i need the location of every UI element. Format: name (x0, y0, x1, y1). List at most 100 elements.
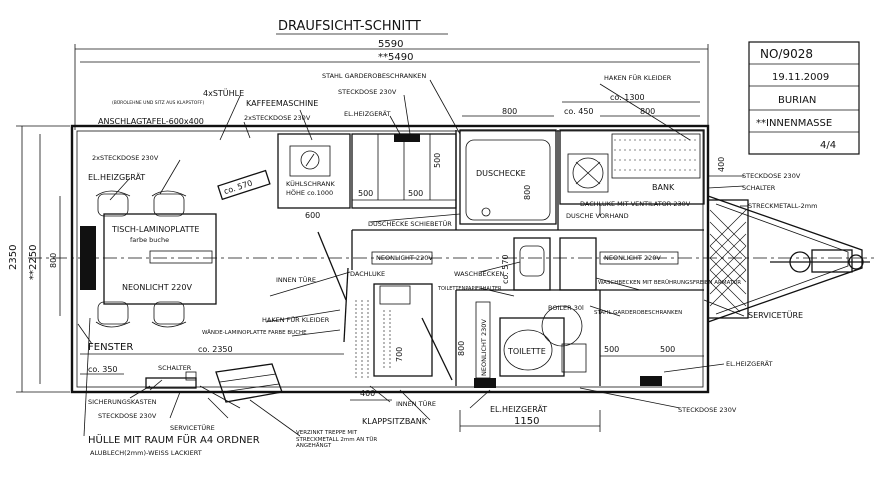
fridge-label: KÜHLSCHRANK (286, 179, 335, 188)
heater-bottom-unit (474, 378, 496, 388)
coffee-machine-label: KAFFEEMASCHINE (246, 99, 318, 108)
heater-right-label: EL.HEIZGERÄT (726, 359, 772, 368)
fuse-box (145, 377, 197, 389)
inner-door-label: INNEN TÜRE (276, 275, 316, 284)
dimension-shower-800: 800 (523, 185, 532, 200)
shower-door-label: DUSCHECKE SCHIEBETÜR (368, 219, 452, 228)
socket-230-a-label: STECKDOSE 230V (338, 88, 397, 96)
hooks-mid-label: HAKEN FÜR KLEIDER (262, 315, 330, 324)
sheet-number: 4/4 (820, 140, 836, 151)
washbasin: co. 570 (501, 237, 597, 291)
folding-bench: 700 400 DACHLUKE (350, 270, 433, 401)
wardrobe-label: STAHL GARDEROBESCHRANKEN (322, 72, 426, 80)
top-dimensions: 5590 **5490 (74, 39, 709, 200)
expanded-metal-label: STRECKMETALL-2mm (748, 202, 817, 210)
dimension-overall-width: 2350 (8, 245, 19, 270)
socket-bottom-label: STECKDOSE 230V (98, 412, 157, 420)
chairs-sub-label: (BÜROLEHNE UND SITZ AUS KLAPSTOFF) (112, 99, 205, 106)
dimension-overall-length: 5590 (378, 39, 403, 50)
dimension-wardrobe-500-c: 500 (433, 153, 442, 168)
drawbar (707, 195, 870, 323)
service-door-right-label: SERVICETÜRE (748, 310, 803, 320)
dimension-500-d: 500 (604, 345, 619, 354)
dimension-co350: co. 350 (88, 365, 118, 374)
heater-top-label: EL.HEIZGERÄT (344, 109, 390, 118)
switch-bottom-label: SCHALTER (158, 364, 192, 372)
washbasin-fitting-label: WASCHBECKEN MIT BERÜHRUNGSFREIEN ARMATUR (598, 279, 741, 286)
leader-lines (77, 79, 748, 437)
dimension-fridge-600: 600 (305, 211, 320, 220)
shower-curtain-label: DUSCHE VORHAND (566, 212, 629, 220)
stairs-label: VERZINKT TREPPE MIT STRECKMETALL 2mm AN … (296, 430, 378, 449)
heater-left-unit (80, 226, 96, 290)
dimension-co450: co. 450 (564, 107, 594, 116)
bench-area: BANK 800 co. 1300 co. 450 400 (559, 93, 726, 205)
drawing-author: BURIAN (778, 95, 816, 106)
folding-bench-label: KLAPPSITZBANK (362, 417, 428, 426)
dimension-1150: 1150 (514, 416, 539, 427)
folder-shell-label: HÜLLE MIT RAUM FÜR A4 ORDNER (88, 433, 260, 446)
dimension-wardrobe-500-a: 500 (358, 189, 373, 198)
left-dimensions: 2350 **2250 800 (8, 125, 70, 393)
shower-label: DUSCHECKE (476, 169, 526, 178)
heater-right-unit (640, 376, 662, 386)
fuse-box-label: SICHERUNGSKASTEN (88, 398, 157, 406)
bottom-dimensions: co. 2350 co. 350 1150 (80, 345, 601, 432)
neon-left-label: NEONLICHT 220V (122, 283, 192, 292)
dimension-note: **INNENMASSE (756, 118, 832, 129)
dimension-table-width: 800 (49, 253, 58, 268)
switch-right-label: SCHALTER (742, 184, 776, 192)
table-label: TISCH-LAMINOPLATTE (111, 225, 199, 234)
neon-mid-fixture (371, 251, 433, 265)
wardrobe-block: 500 500 500 (351, 133, 457, 209)
inner-door-bottom-label: INNEN TÜRE (396, 399, 436, 408)
dimension-inner-width: **2250 (28, 245, 39, 280)
window-label: FENSTER (88, 342, 133, 353)
washbasin-label: WASCHBECKEN (454, 270, 505, 278)
neon-right-label: NEONLICHT 220V (604, 254, 661, 262)
drawing-title: DRAUFSICHT-SCHNITT (278, 19, 421, 34)
dimension-toilet-800: 800 (457, 341, 466, 356)
neon-vertical-label: NEONLICHT 230V (480, 319, 488, 376)
socket-bottom-right-label: STECKDOSE 230V (678, 406, 737, 414)
hooks-top-label: HAKEN FÜR KLEIDER (604, 73, 672, 82)
bench-label: BANK (652, 183, 675, 192)
stairs-label-box: VERZINKT TREPPE MIT STRECKMETALL 2mm AN … (296, 430, 378, 449)
dimension-wardrobe-500-b: 500 (408, 189, 423, 198)
fridge-height-label: HÖHE co.1000 (286, 188, 333, 197)
dimension-co570-b: co. 570 (501, 254, 510, 284)
doors (317, 231, 453, 381)
table-color-label: farbe buche (130, 236, 169, 244)
heater-panel: co. 570 (217, 169, 271, 201)
board-label: ANSCHLAGTAFEL-600x400 (98, 117, 204, 126)
drawing-number: NO/9028 (760, 47, 813, 61)
dimension-500-e: 500 (660, 345, 675, 354)
boiler-label: BOILER 30l (548, 304, 584, 312)
skylight-label: DACHLUKE (350, 270, 385, 278)
dimension-bench-400: 400 (360, 389, 375, 398)
wardrobe-bottom-label: STAHL GARDEROBESCHRANKEN (594, 310, 682, 316)
towel-holder-label: TOILETTENPAPIERHALTER (437, 286, 502, 292)
right-lower-dims: 500 500 800 (457, 341, 704, 357)
switch-bottom (185, 371, 197, 381)
heater-left-label: EL.HEIZGERÄT (88, 172, 145, 182)
dimension-co2350: co. 2350 (198, 345, 233, 354)
neon-right-fixture (599, 251, 679, 265)
shower-corner: DUSCHECKE 800 800 (459, 107, 557, 225)
toilet: TOILETTE BOILER 30l (499, 304, 587, 377)
dimension-shower-width: 800 (502, 107, 517, 116)
socket-230-right-label: STECKDOSE 230V (742, 172, 801, 180)
service-door-bottom-label: SERVICETÜRE (170, 423, 215, 432)
wall-panel-label: WÄNDE-LAMINOPLATTE FARBE BUCHE (202, 329, 307, 336)
dimension-co1300: co. 1300 (610, 93, 645, 102)
stairs (207, 363, 283, 419)
table-group: TISCH-LAMINOPLATTE farbe buche NEONLICHT… (95, 190, 217, 328)
skylight-fan-label: DACHLUKE MIT VENTILATOR 230V (580, 200, 691, 208)
dimension-bench-700: 700 (395, 347, 404, 362)
neon-mid-label: NEONLICHT 220V (376, 254, 433, 262)
toilet-label: TOILETTE (507, 347, 546, 356)
fridge-unit: KÜHLSCHRANK HÖHE co.1000 600 (277, 133, 351, 220)
drawing-date: 19.11.2009 (772, 72, 829, 83)
heater-bottom-label: EL.HEIZGERÄT (490, 404, 547, 414)
